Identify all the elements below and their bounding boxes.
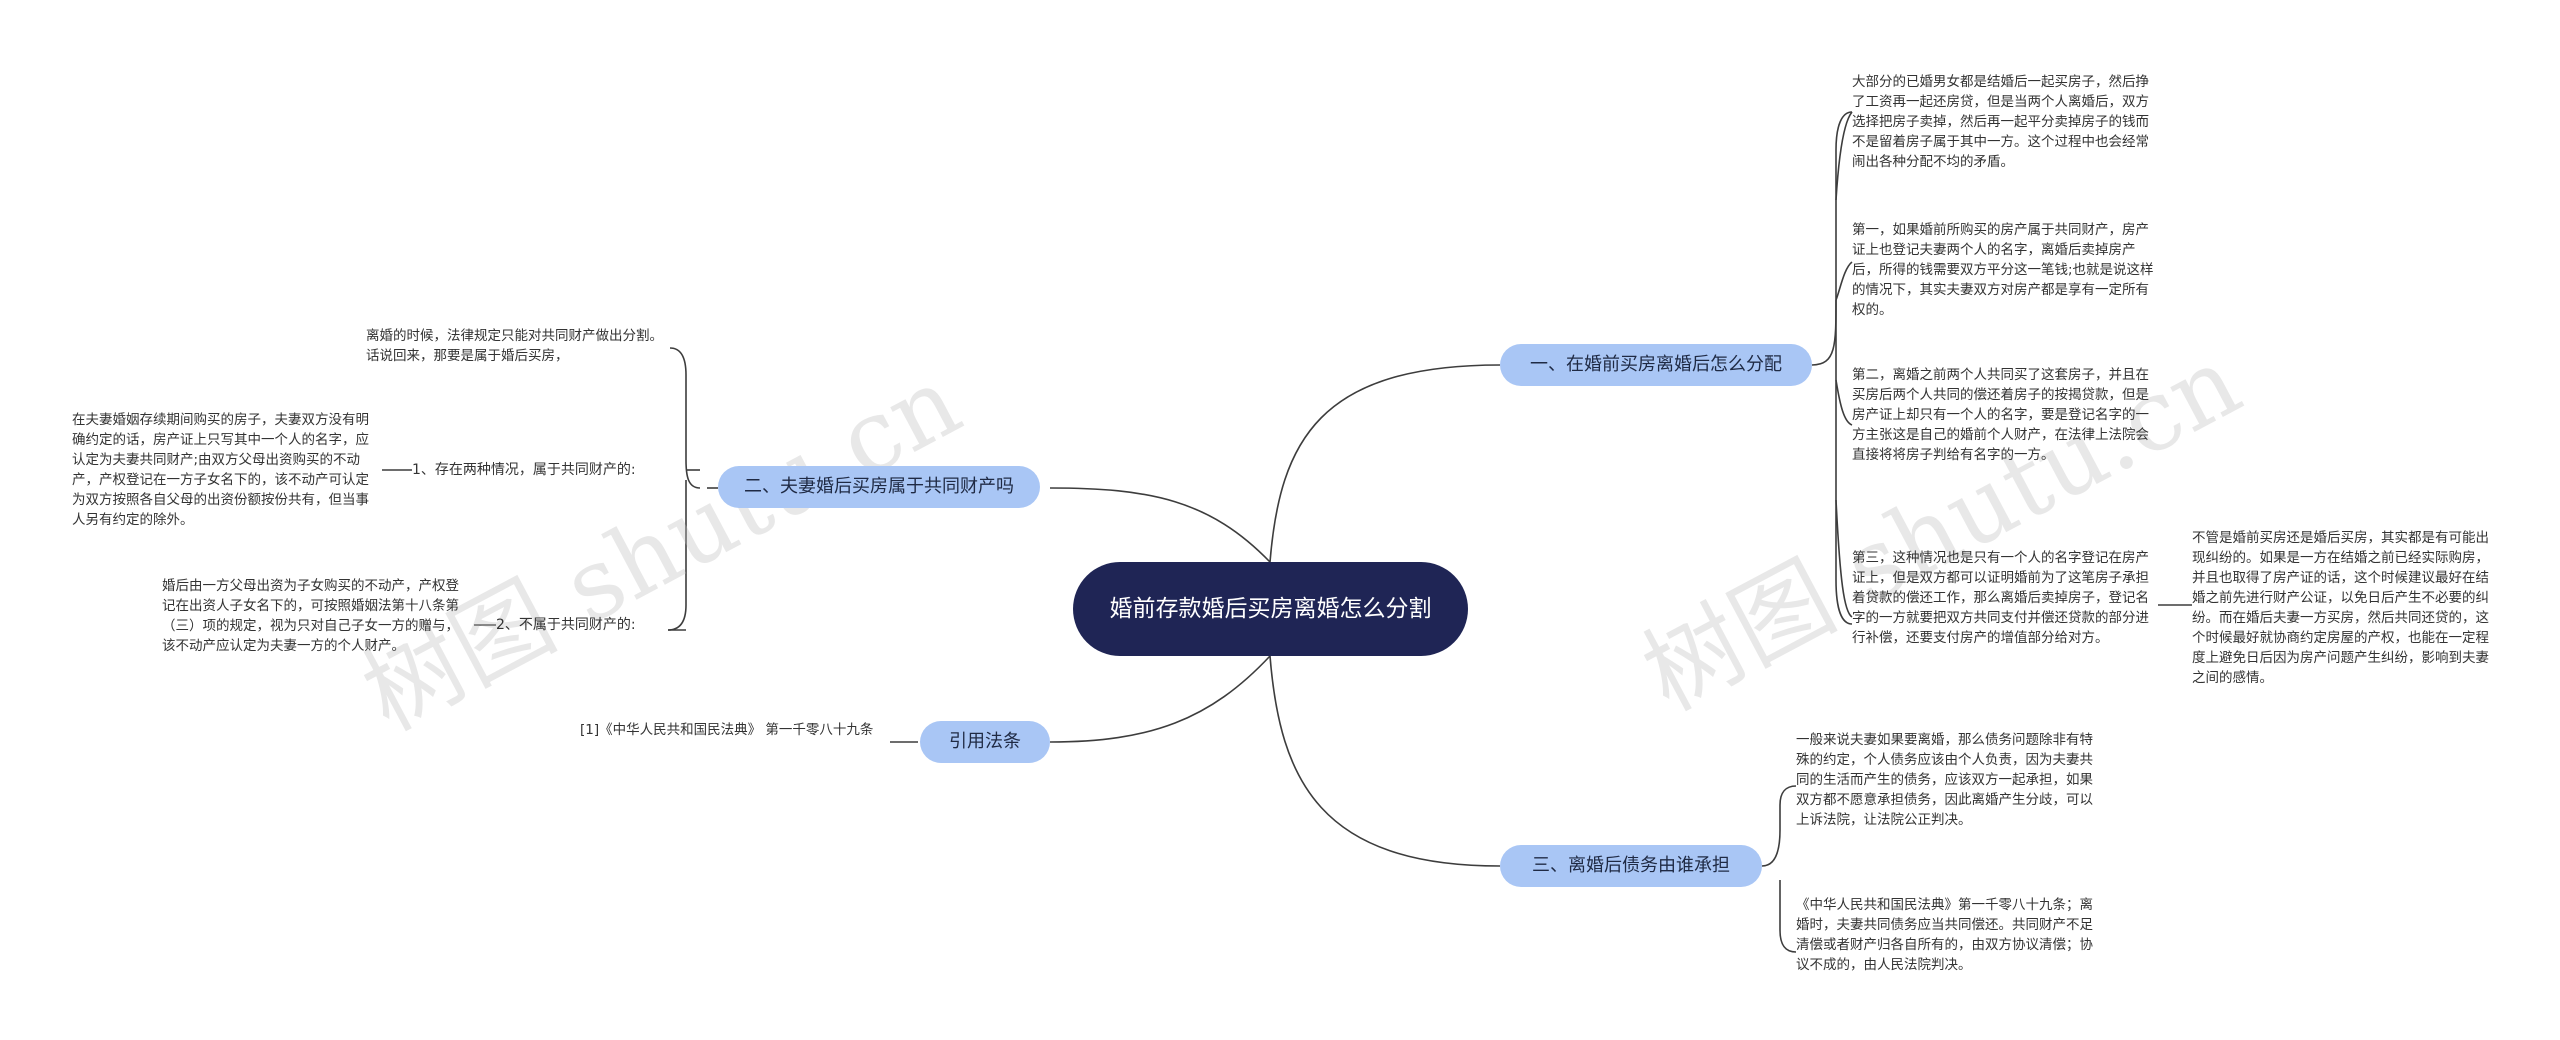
- b1-leaf-1: 大部分的已婚男女都是结婚后一起买房子，然后挣了工资再一起还房贷，但是当两个人离婚…: [1852, 74, 2149, 170]
- root-topic[interactable]: 婚前存款婚后买房离婚怎么分割: [1073, 562, 1468, 656]
- branch-premarital-house[interactable]: 一、在婚前买房离婚后怎么分配: [1500, 344, 1812, 386]
- branch-debt-after-divorce[interactable]: 三、离婚后债务由谁承担: [1500, 845, 1762, 887]
- link-root-b2: [1049, 487, 1271, 563]
- link-b1-bracket: [1811, 111, 1853, 366]
- link-b1-l2: [1835, 261, 1853, 301]
- branch-marital-house-common[interactable]: 二、夫妻婚后买房属于共同财产吗: [718, 466, 1040, 508]
- b2-sub-1-label: 1、存在两种情况，属于共同财产的:: [412, 462, 636, 478]
- b4-leaf: [1]《中华人民共和国民法典》 第一千零八十九条: [580, 722, 874, 738]
- link-b2-bracket: [669, 347, 701, 489]
- b1-leaf-2: 第一，如果婚前所购买的房产属于共同财产，房产证上也登记夫妻两个人的名字，离婚后卖…: [1852, 222, 2154, 318]
- link-b3-bracket: [1761, 785, 1797, 867]
- branch-cited-law[interactable]: 引用法条: [920, 721, 1050, 763]
- b2-intro: 离婚的时候，法律规定只能对共同财产做出分割。话说回来，那要是属于婚后买房，: [366, 328, 663, 364]
- link-b1-l3: [1835, 379, 1853, 426]
- b1-leaf-3: 第二，离婚之前两个人共同买了这套房子，并且在买房后两个人共同的偿还着房子的按揭贷…: [1852, 367, 2149, 463]
- link-b1-l1: [1835, 111, 1853, 201]
- link-b1-bracket-low: [1835, 300, 1853, 625]
- b3-leaf-1: 一般来说夫妻如果要离婚，那么债务问题除非有特殊的约定，个人债务应该由个人负责，因…: [1796, 732, 2093, 828]
- root-title: 婚前存款婚后买房离婚怎么分割: [1109, 596, 1432, 622]
- link-root-b4: [1049, 655, 1271, 743]
- b2-sub-2-label: 2、不属于共同财产的:: [496, 617, 636, 633]
- link-root-b1: [1269, 364, 1501, 563]
- b2-sub-2-leaf: 婚后由一方父母出资为子女购买的不动产，产权登记在出资人子女名下的，可按照婚姻法第…: [162, 578, 459, 654]
- b2-sub-1-leaf: 在夫妻婚姻存续期间购买的房子，夫妻双方没有明确约定的话，房产证上只写其中一个人的…: [72, 412, 369, 528]
- link-b2-bracket-low: [667, 480, 687, 631]
- link-root-b3: [1269, 655, 1501, 867]
- link-b3-bracket-low: [1779, 880, 1797, 953]
- b1-leaf-extra: 不管是婚前买房还是婚后买房，其实都是有可能出现纠纷的。如果是一方在结婚之前已经实…: [2192, 530, 2489, 686]
- link-b1-l4: [1835, 499, 1853, 618]
- b3-leaf-2: 《中华人民共和国民法典》第一千零八十九条；离婚时，夫妻共同债务应当共同偿还。共同…: [1796, 897, 2093, 973]
- b1-leaf-4: 第三，这种情况也是只有一个人的名字登记在房产证上，但是双方都可以证明婚前为了这笔…: [1852, 550, 2149, 646]
